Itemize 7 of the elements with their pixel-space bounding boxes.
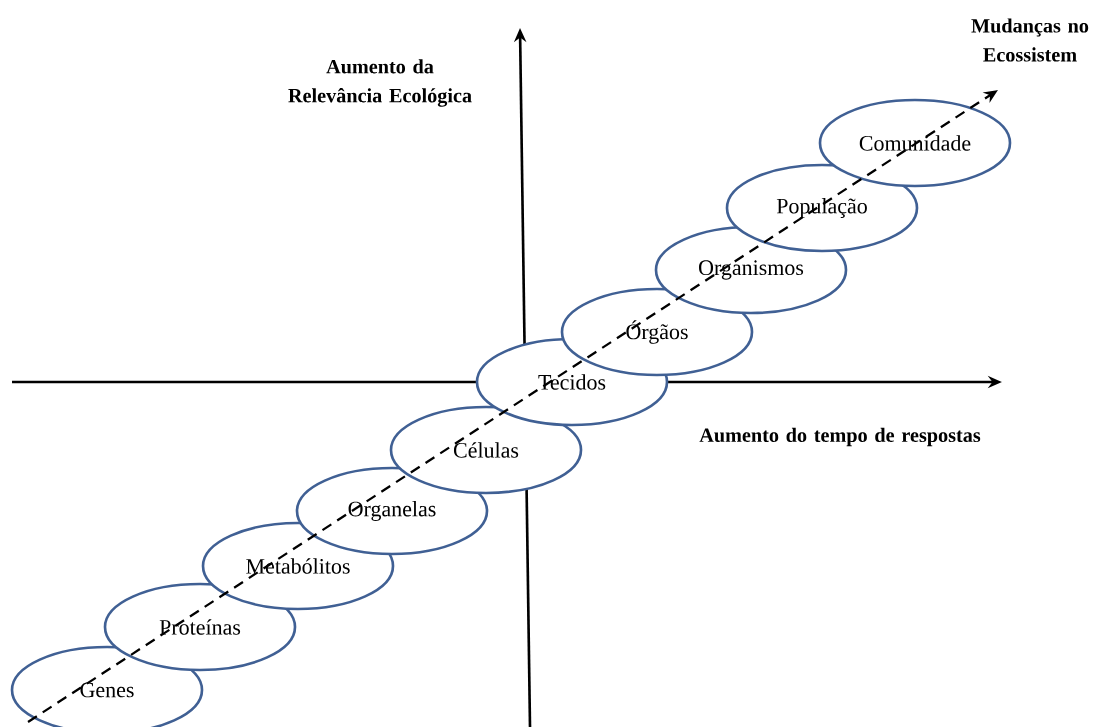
ellipse-node: População xyxy=(725,163,919,253)
ellipse-node: Comunidade xyxy=(818,98,1012,188)
axis-label: Aumento da Relevância Ecológica xyxy=(288,59,472,107)
axis-label: Aumento do tempo de respostas xyxy=(699,427,981,447)
axis-label: Mudanças no Ecossistem xyxy=(971,18,1089,62)
ellipse-node: Células xyxy=(389,405,583,495)
ellipse-node: Proteínas xyxy=(103,582,297,672)
